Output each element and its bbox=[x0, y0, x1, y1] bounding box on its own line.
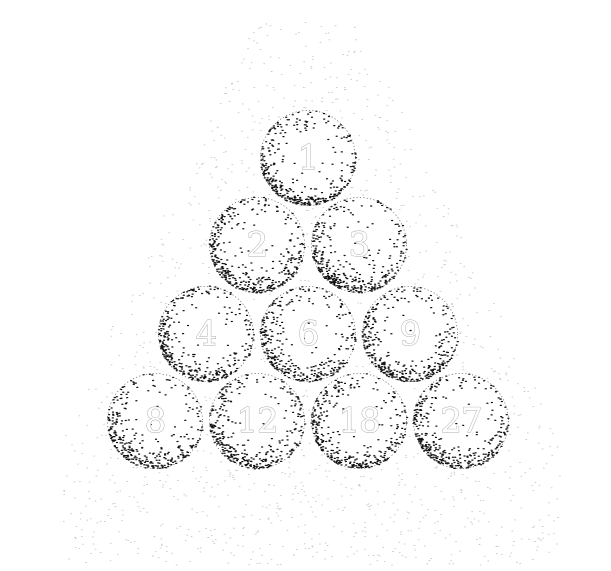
ball-label: 3 bbox=[349, 225, 370, 265]
ball-6: 6 bbox=[260, 286, 356, 382]
ball-label: 2 bbox=[247, 225, 268, 265]
ball-label: 4 bbox=[196, 314, 217, 354]
ball-label: 27 bbox=[440, 401, 481, 441]
ball-3: 3 bbox=[311, 197, 407, 293]
ball-9: 9 bbox=[362, 286, 458, 382]
ball-4: 4 bbox=[158, 286, 254, 382]
ball-2: 2 bbox=[209, 197, 305, 293]
ball-18: 18 bbox=[311, 373, 408, 469]
ball-label: 9 bbox=[400, 314, 421, 354]
ball-label: 12 bbox=[236, 401, 277, 441]
ball-label: 18 bbox=[338, 401, 379, 441]
ball-label: 1 bbox=[298, 138, 319, 178]
ball-27: 27 bbox=[413, 373, 509, 469]
ball-8: 8 bbox=[107, 373, 203, 469]
ball-1: 1 bbox=[260, 110, 357, 206]
ball-label: 8 bbox=[145, 401, 166, 441]
ball-12: 12 bbox=[209, 373, 306, 469]
ball-label: 6 bbox=[298, 314, 319, 354]
